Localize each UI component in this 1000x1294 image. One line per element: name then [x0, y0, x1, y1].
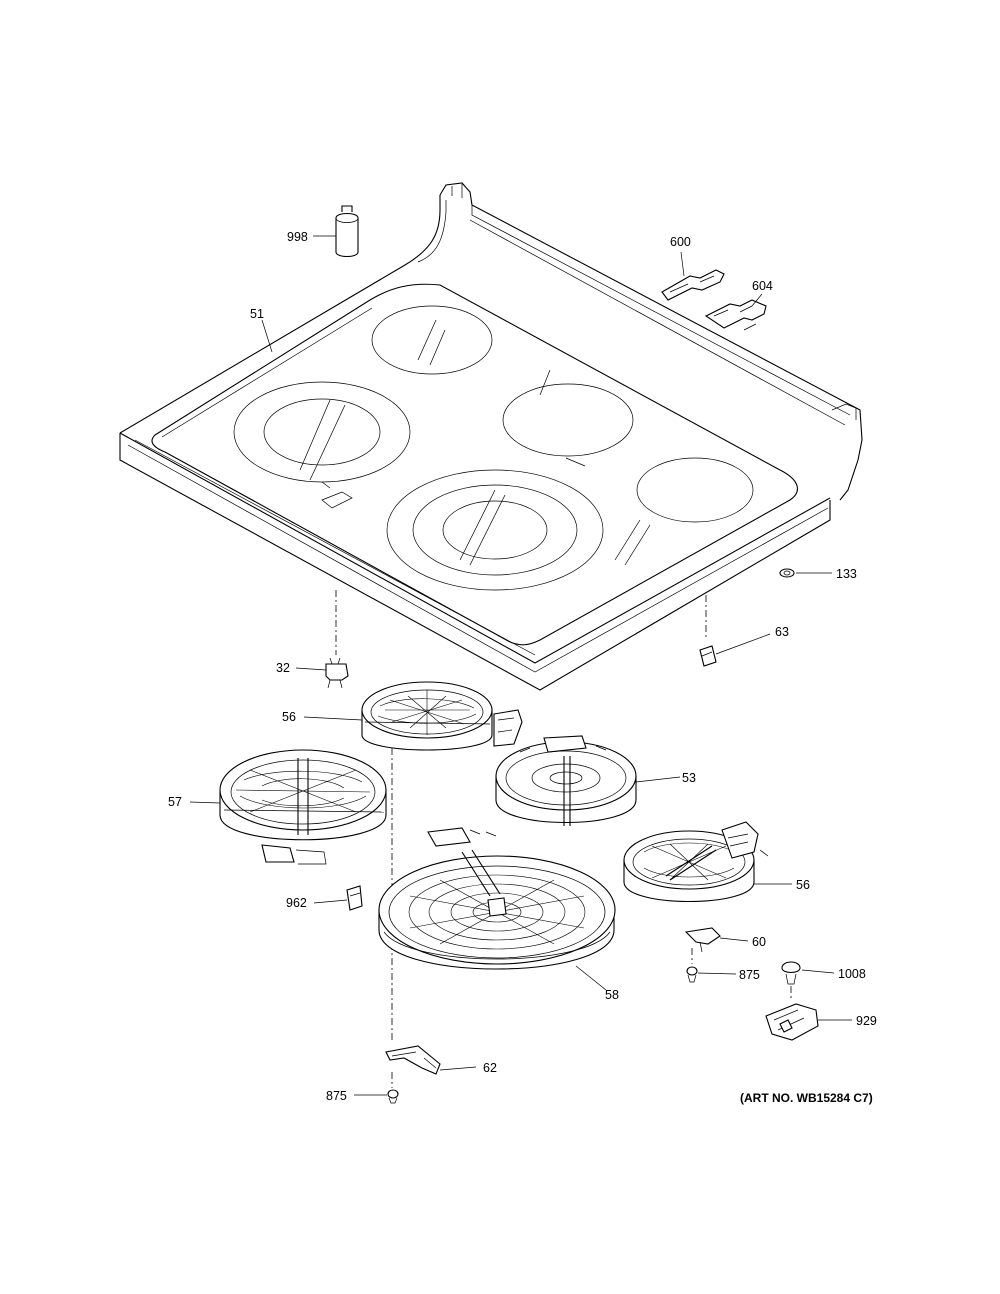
- part-32-switch: [295, 657, 349, 689]
- callout-875-right: 875: [739, 968, 760, 982]
- part-63-clip: [699, 633, 771, 667]
- part-56-burner-right-front: [623, 821, 792, 903]
- part-56-burner-upper: [303, 681, 523, 1040]
- callout-58: 58: [605, 988, 619, 1002]
- callout-56-right: 56: [796, 878, 810, 892]
- leader-51: [261, 319, 273, 353]
- callout-51: 51: [250, 307, 264, 321]
- callout-962: 962: [286, 896, 307, 910]
- part-58-burner-center: [378, 827, 616, 991]
- part-962-clip: [313, 885, 363, 911]
- part-62-bracket: [385, 1045, 477, 1088]
- part-929-connector: [765, 1003, 852, 1041]
- part-875-screw-right: [686, 966, 737, 983]
- part-998-cleaner: [313, 205, 359, 258]
- callout-875-bottom: 875: [326, 1089, 347, 1103]
- part-604-bracket: [704, 293, 767, 331]
- part-1008-screw: [781, 961, 835, 1000]
- art-number: (ART NO. WB15284 C7): [740, 1091, 873, 1105]
- callout-62: 62: [483, 1061, 497, 1075]
- callout-929: 929: [856, 1014, 877, 1028]
- callout-63: 63: [775, 625, 789, 639]
- callout-604: 604: [752, 279, 773, 293]
- part-133-nut: [779, 568, 832, 578]
- part-53-burner-right: [495, 735, 681, 826]
- part-60-bracket: [684, 927, 749, 964]
- callout-56-upper: 56: [282, 710, 296, 724]
- callout-1008: 1008: [838, 967, 866, 981]
- callout-57: 57: [168, 795, 182, 809]
- part-600-bracket: [661, 251, 725, 301]
- callout-133: 133: [836, 567, 857, 581]
- callout-53: 53: [682, 771, 696, 785]
- callout-600: 600: [670, 235, 691, 249]
- callout-998: 998: [287, 230, 308, 244]
- callout-60: 60: [752, 935, 766, 949]
- part-57-burner-left: [189, 749, 387, 865]
- callout-32: 32: [276, 661, 290, 675]
- part-875-screw-bottom: [354, 1089, 399, 1104]
- cooktop-glass-part-51: [119, 182, 863, 691]
